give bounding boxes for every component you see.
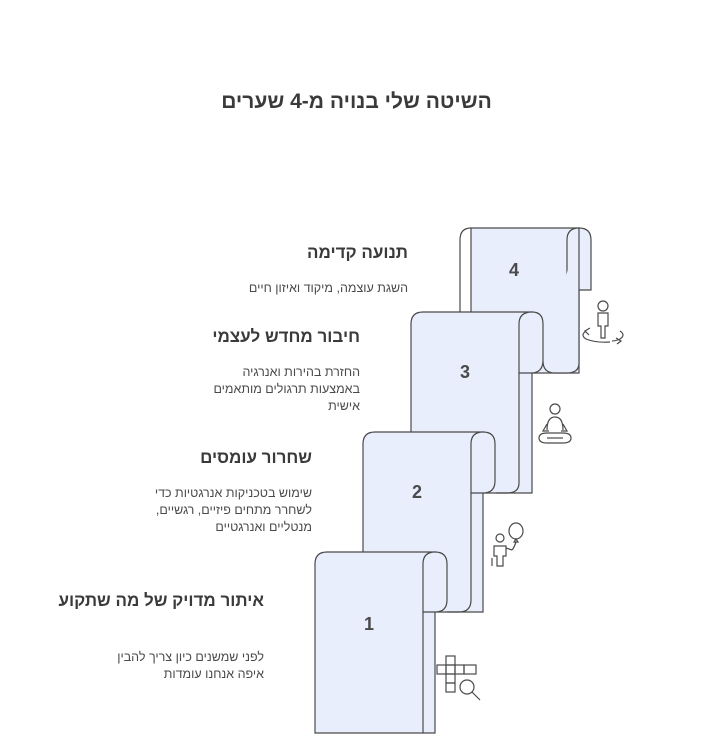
step-4-number: 4: [508, 260, 519, 280]
step-2-number: 2: [411, 482, 422, 502]
step-4-description: השגת עוצמה, מיקוד ואיזון חיים: [249, 280, 408, 297]
step-1-line-2: איפה אנחנו עומדות: [163, 667, 264, 681]
person-balloon-icon: [491, 522, 524, 567]
step-2-line-1: שימוש בטכניקות אנרגטיות כדי: [154, 486, 312, 500]
step-1-description: לפני שמשנים כיון צריך להבין איפה אנחנו ע…: [117, 649, 264, 683]
step-1-line-1: לפני שמשנים כיון צריך להבין: [117, 650, 264, 664]
step-3-heading: חיבור מחדש לעצמי: [212, 327, 360, 346]
step-2-heading: שחרור עומסים: [200, 448, 312, 467]
step-4-heading: תנועה קדימה: [306, 243, 408, 262]
step-2-line-2: לשחרר מתחים פיזיים, רגשיים,: [155, 503, 312, 517]
step-3-line-1: החזרת בהירות ואנרגיה: [242, 365, 360, 379]
step-1-panel: [314, 551, 448, 734]
step-4-line-1: השגת עוצמה, מיקוד ואיזון חיים: [248, 281, 408, 295]
step-3-line-3: אישית: [328, 399, 360, 413]
step-1-heading: איתור מדויק של מה שתקוע: [58, 591, 264, 610]
diagram-title: השיטה שלי בנויה מ-4 שערים: [221, 90, 492, 113]
step-3-number: 3: [459, 362, 470, 382]
step-2-description: שימוש בטכניקות אנרגטיות כדי לשחרר מתחים …: [155, 485, 312, 536]
step-3-line-2: באמצעות תרגולים מותאמים: [213, 382, 360, 396]
puzzle-search-icon: [436, 655, 481, 701]
step-2-line-3: מנטליים ואנרגטיים: [215, 520, 312, 534]
person-moving-icon: [582, 300, 624, 345]
meditating-person-icon: [538, 403, 572, 444]
step-1-number: 1: [363, 614, 374, 634]
step-3-description: החזרת בהירות ואנרגיה באמצעות תרגולים מות…: [213, 364, 360, 415]
